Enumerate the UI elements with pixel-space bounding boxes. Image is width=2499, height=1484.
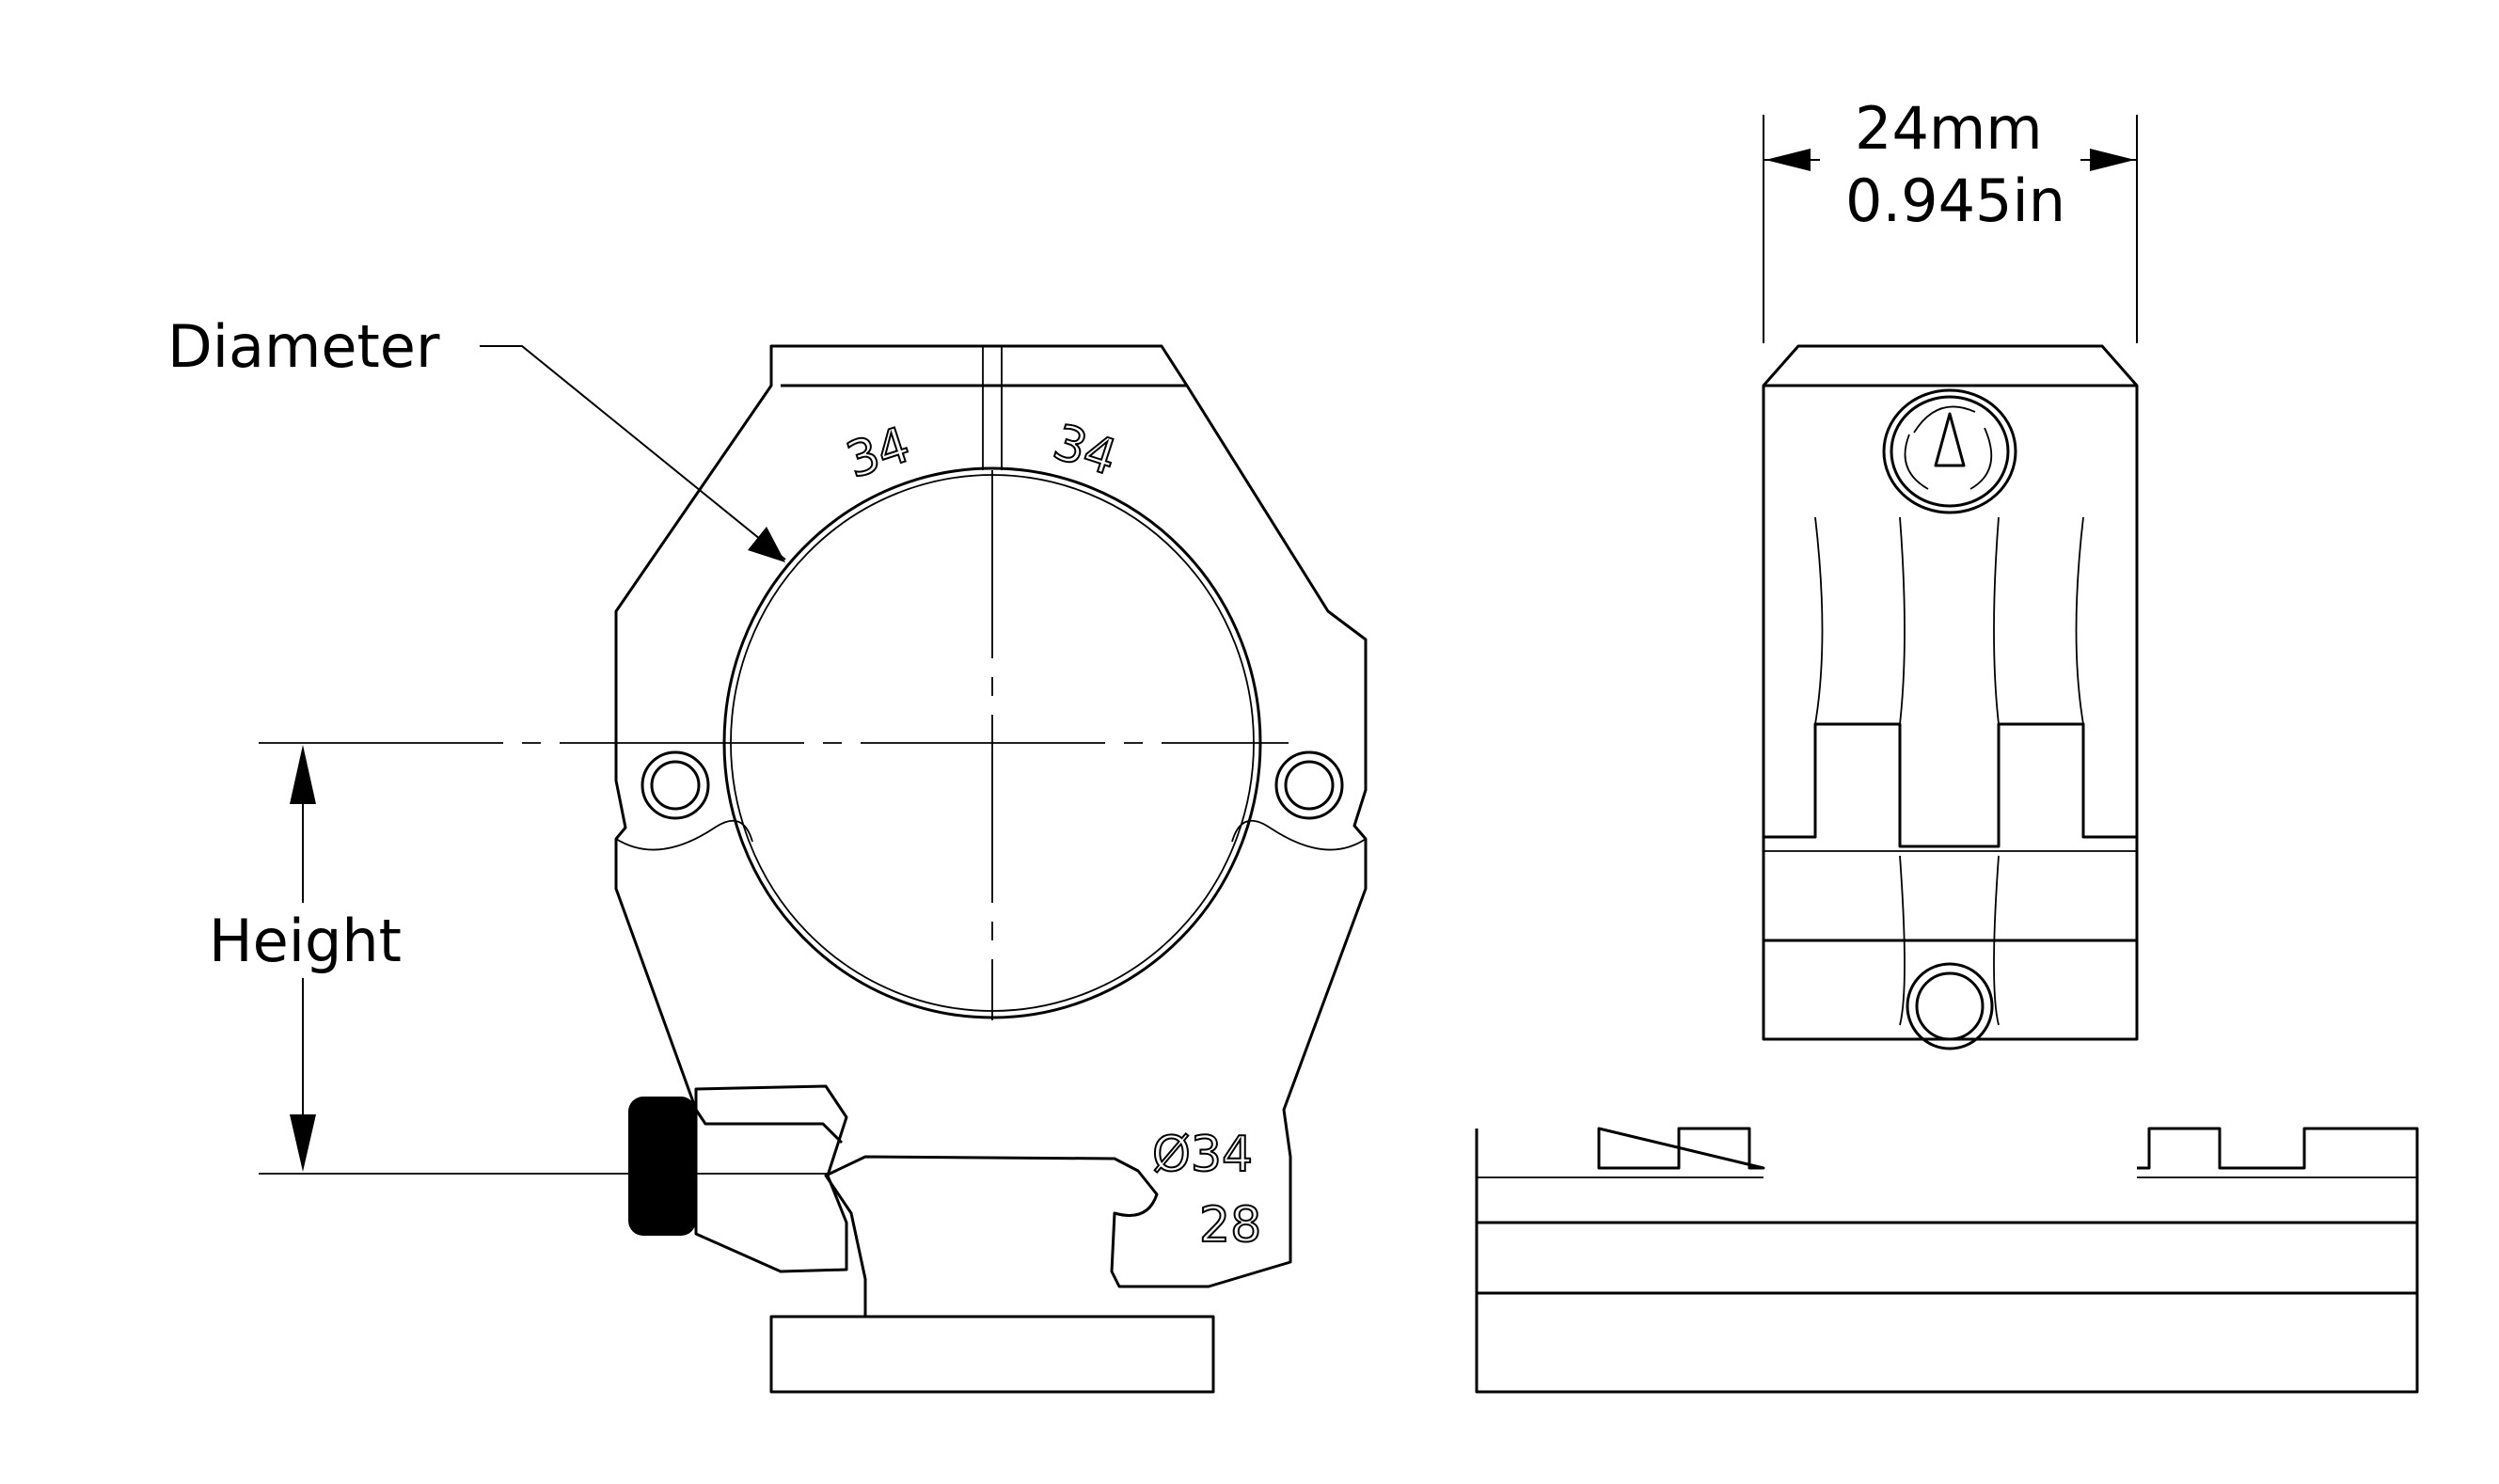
groove-6 bbox=[1993, 855, 2000, 1026]
picatinny-rail bbox=[1475, 1127, 2419, 1394]
ring-body-left bbox=[614, 344, 844, 1145]
seam-left bbox=[615, 819, 753, 851]
width-imperial-label: 0.945in bbox=[1845, 166, 2065, 235]
width-arrow-right bbox=[2090, 149, 2135, 171]
groove-2 bbox=[1899, 516, 1906, 725]
brand-logo-icon bbox=[1882, 388, 2017, 514]
seam-right bbox=[1231, 819, 1367, 851]
groove-3 bbox=[1993, 516, 2000, 725]
side-view: 24mm 0.945in bbox=[1475, 94, 2419, 1394]
engraving-height-mark: 28 bbox=[1199, 1197, 1261, 1254]
height-arrow-bottom bbox=[290, 1114, 316, 1172]
side-screw bbox=[1906, 962, 1994, 1050]
diameter-arrowhead bbox=[748, 527, 785, 562]
diameter-leader bbox=[480, 345, 786, 560]
diameter-label: Diameter bbox=[167, 312, 440, 381]
screw-right bbox=[1274, 750, 1344, 820]
height-arrow-top bbox=[290, 745, 316, 804]
groove-4 bbox=[2075, 516, 2084, 725]
engraving-top-left: 34 bbox=[840, 417, 916, 490]
width-metric-label: 24mm bbox=[1855, 94, 2043, 163]
front-view: 34 34 Ø34 28 Diameter Height bbox=[167, 312, 1368, 1394]
engraving-diameter-mark: Ø34 bbox=[1152, 1127, 1253, 1183]
screw-left bbox=[641, 750, 710, 820]
ring-body-outline bbox=[769, 344, 1368, 1394]
groove-1 bbox=[1814, 516, 1824, 725]
cross-bolt-knob[interactable] bbox=[628, 1084, 848, 1273]
width-arrow-left bbox=[1765, 149, 1811, 171]
clamp-step bbox=[1764, 722, 2137, 848]
groove-5 bbox=[1899, 855, 1906, 1026]
height-label: Height bbox=[209, 907, 402, 975]
